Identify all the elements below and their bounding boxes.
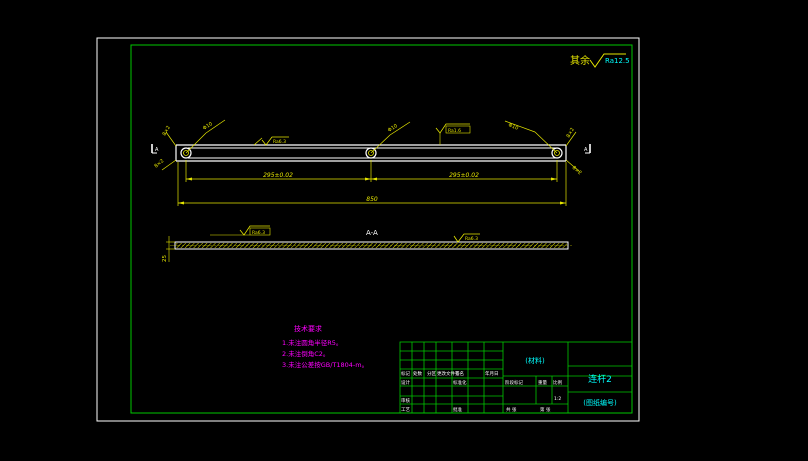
tech-notes-title: 技术要求 [294, 324, 322, 333]
tb-header-cell: 更改文件号 [437, 370, 460, 377]
chamfer-left-lower: 8×2 [153, 158, 165, 169]
roughness-3-value: Ra1.6 [448, 128, 461, 134]
chamfer-right-lower: 8×2 [571, 165, 583, 176]
roughness-symbol-icon [435, 123, 470, 134]
general-roughness-value: Ra12.5 [605, 57, 630, 65]
drawing-frame [130, 44, 633, 414]
front-view: 295±0.02 295±0.02 850 Φ10 Φ10 Φ10 8×2 8×… [151, 119, 591, 206]
tb-header-cell: 分区 [427, 370, 436, 377]
tb-stage-cell: 比例 [553, 379, 562, 386]
roughness-1-value: Ra6.3 [273, 139, 286, 145]
tb-header-cell: 签名 [455, 370, 464, 377]
general-roughness-prefix: 其余 [570, 54, 590, 67]
leader-hole-middle-shelf [389, 121, 411, 136]
tech-note-item: 2.未注倒角C2。 [282, 349, 329, 358]
dim-arrow [560, 201, 566, 205]
tb-header-cell: 处数 [413, 370, 422, 377]
tb-row-label: 审核 [401, 397, 410, 404]
tb-std-label: 标准化 [453, 379, 467, 386]
leader-chamfer-left-upper [165, 131, 177, 147]
tb-sheet-cell: 共 张 [506, 406, 517, 413]
tb-stage-cell: 重量 [538, 379, 547, 386]
hole-right [551, 147, 563, 159]
section-mark-left-text: A [155, 147, 159, 153]
tb-header-cell: 标记 [401, 370, 410, 377]
general-roughness: 其余 Ra12.5 [570, 53, 630, 68]
section-roughness-left: Ra6.3 [252, 230, 265, 236]
title-block-outline [399, 341, 633, 414]
section-view-label: A-A [366, 229, 378, 237]
title-block [399, 341, 633, 414]
tb-header-cell: 年月日 [485, 370, 499, 377]
section-roughness-right: Ra6.3 [465, 236, 478, 242]
tb-stage-cell: 阶段标记 [505, 379, 523, 386]
hole-right-inner [554, 150, 560, 156]
section-view: A-A Ra6.3 Ra6.3 25 [162, 225, 572, 262]
leader-hole-middle [370, 134, 391, 154]
chamfer-left-upper: 8×2 [162, 125, 172, 137]
tb-material: (材料) [525, 356, 545, 365]
hole-callout-right: Φ10 [507, 122, 519, 131]
hole-middle-inner [368, 150, 374, 156]
tb-approve-label: 批准 [453, 406, 462, 413]
title-block-text: 标记 处数 分区 更改文件号 签名 年月日 设计 审核 工艺 标准化 批准 阶段… [401, 356, 617, 413]
dim-left-span-text: 295±0.02 [263, 172, 293, 179]
roughness-symbol-icon [261, 136, 289, 146]
dim-right-span-text: 295±0.02 [449, 172, 479, 179]
hole-callout-middle: Φ10 [387, 123, 399, 134]
roughness-box [249, 227, 271, 236]
dim-arrow [186, 177, 192, 181]
leader-hole-left-shelf [205, 119, 226, 134]
tb-row-label: 设计 [401, 379, 410, 386]
dim-arrow [371, 177, 377, 181]
tb-drawing-no: (图纸编号) [583, 398, 617, 407]
chamfer-right-upper: 8×2 [566, 127, 576, 139]
tb-row-label: 工艺 [401, 407, 410, 413]
leader-hole-right [534, 131, 558, 154]
roughness-box [445, 125, 471, 134]
section-mark-right: A [584, 144, 591, 154]
tb-sheet-cell: 第 张 [540, 406, 551, 413]
hole-middle [365, 147, 377, 159]
tb-part-name: 连杆2 [588, 373, 612, 385]
tech-note-item: 1.未注圆角半径R5。 [282, 338, 342, 347]
roughness-leader-1 [253, 137, 263, 146]
leader-hole-left [185, 132, 207, 154]
tech-notes: 技术要求 1.未注圆角半径R5。 2.未注倒角C2。 3.未注公差按GB/T18… [282, 324, 368, 369]
leader-chamfer-right-lower [565, 159, 581, 173]
section-thickness-text: 25 [162, 255, 168, 262]
section-mark-left: A [151, 144, 159, 154]
leader-chamfer-right-upper [565, 131, 577, 147]
dim-arrow [551, 177, 557, 181]
section-mark-right-text: A [584, 147, 588, 153]
roughness-symbol-icon [239, 225, 270, 236]
tb-scale: 1:2 [554, 396, 561, 402]
hole-left-inner [183, 150, 189, 156]
dim-arrow [365, 177, 371, 181]
hole-left [180, 147, 192, 159]
hole-callout-left: Φ10 [202, 121, 214, 132]
roughness-symbol-icon [589, 53, 626, 68]
dim-overall-text: 850 [366, 196, 378, 203]
leader-chamfer-left-lower [161, 159, 177, 171]
leader-hole-right-shelf [504, 120, 536, 133]
sheet-border [96, 37, 640, 422]
tech-note-item: 3.未注公差按GB/T1804-m。 [282, 360, 368, 369]
dim-arrow [178, 201, 184, 205]
roughness-symbol-icon [453, 233, 480, 243]
